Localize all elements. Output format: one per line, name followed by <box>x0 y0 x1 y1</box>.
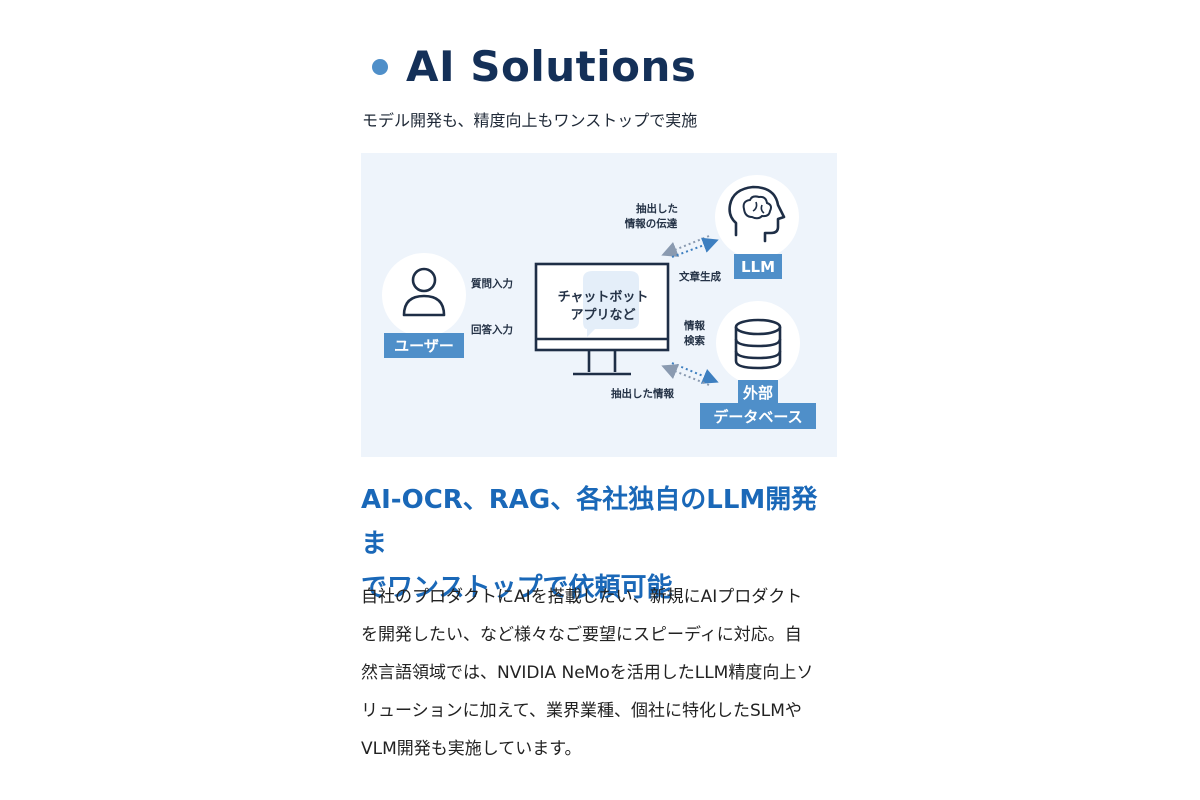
llm-circle <box>715 175 799 259</box>
database-node: 外部 データベース <box>700 301 816 429</box>
description-line3: 然言語領域では、NVIDIA NeMoを活用したLLM精度向上ソ <box>361 663 814 683</box>
extracted-info-label: 抽出した情報 <box>611 387 674 400</box>
description-line4: リューションに加えて、業界業種、個社に特化したSLMや <box>361 701 802 721</box>
database-tag-bg-bottom <box>700 403 816 429</box>
section-title: AI Solutions <box>372 42 696 91</box>
database-circle <box>716 301 800 385</box>
user-tag-bg <box>384 333 464 358</box>
user-icon <box>402 267 446 317</box>
text-generation-label: 文章生成 <box>678 270 721 283</box>
database-tag-line2: データベース <box>713 408 802 426</box>
extracted-transfer-label-line2: 情報の伝達 <box>625 217 678 230</box>
bullet-dot-icon <box>372 58 388 75</box>
answer-input-label: 回答入力 <box>471 323 513 336</box>
database-icon <box>734 318 782 370</box>
llm-node: LLM <box>715 175 799 279</box>
info-search-label-line1: 情報 <box>684 319 705 332</box>
extracted-transfer-label-line1: 抽出した <box>636 202 678 215</box>
database-tag-bg-top <box>738 380 778 404</box>
question-input-label: 質問入力 <box>471 277 513 290</box>
description-line5: VLM開発も実施しています。 <box>361 739 582 759</box>
description-line2: を開発したい、など様々なご要望にスピーディに対応。自 <box>361 625 802 645</box>
llm-tag-bg <box>734 254 782 279</box>
feature-heading-line1: AI-OCR、RAG、各社独自のLLM開発ま <box>361 485 818 559</box>
chatbot-label-line2: アプリなど <box>570 308 635 323</box>
database-tag-line1: 外部 <box>742 384 773 402</box>
feature-heading: AI-OCR、RAG、各社独自のLLM開発ま でワンストップで依頼可能 <box>361 478 841 610</box>
info-search-label-line2: 検索 <box>684 334 705 347</box>
chatbot-label-line1: チャットボット <box>558 289 649 305</box>
page-title: AI Solutions <box>406 42 697 91</box>
feature-description: 自社のプロダクトにAIを搭載したい、新規にAIプロダクト を開発したい、など様々… <box>361 578 831 768</box>
monitor-icon <box>534 262 670 376</box>
rag-diagram: ユーザー 質問入力 回答入力 チャットボット アプリなど 抽出した 情報の伝達 <box>361 153 837 457</box>
user-node: ユーザー <box>382 253 466 358</box>
user-tag-label: ユーザー <box>394 337 454 355</box>
brain-head-icon <box>728 185 786 243</box>
chat-bubble-icon <box>583 271 639 337</box>
rag-diagram-svg: ユーザー 質問入力 回答入力 チャットボット アプリなど 抽出した 情報の伝達 <box>382 175 816 429</box>
llm-tag-label: LLM <box>741 258 775 276</box>
arrow-to-llm <box>671 237 719 258</box>
section-subtitle: モデル開発も、精度向上もワンストップで実施 <box>362 111 698 130</box>
description-line1: 自社のプロダクトにAIを搭載したい、新規にAIプロダクト <box>361 587 803 607</box>
feature-heading-line2: でワンストップで依頼可能 <box>361 573 673 603</box>
